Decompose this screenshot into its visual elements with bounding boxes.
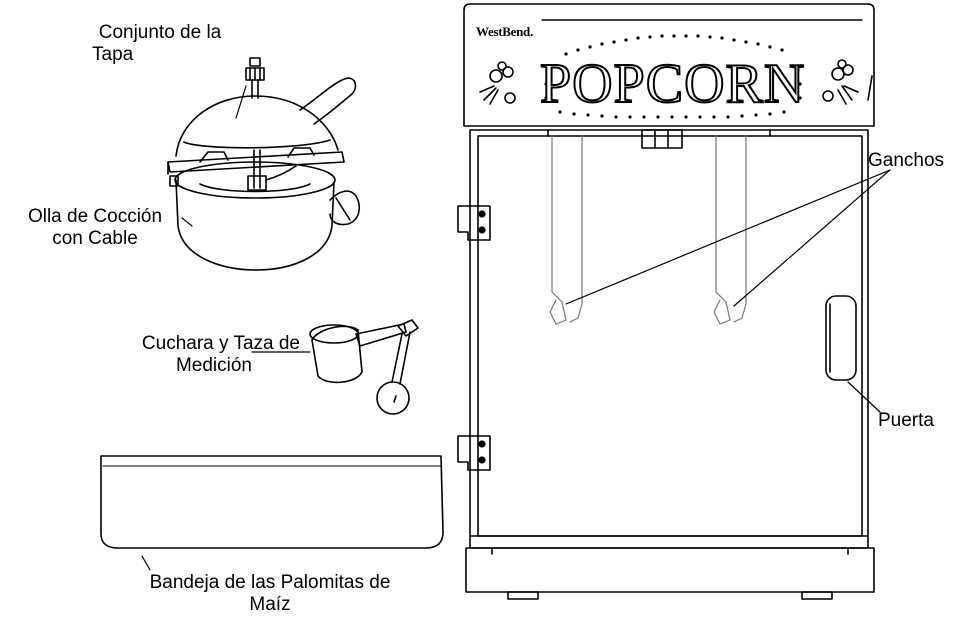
lid-dome: [175, 95, 339, 157]
popcorn-machine-illustration: [457, 3, 875, 600]
tray-body: [100, 455, 444, 549]
label-tray-line1: Bandeja de las Palomitas de: [149, 572, 391, 593]
measuring-cup: [311, 325, 363, 384]
marquee-dots: [544, 34, 802, 119]
machine-cabinet: [469, 129, 869, 549]
leader-hook-left: [565, 169, 891, 305]
pot-opening: [174, 161, 336, 199]
label-scoop-line1: Cuchara y Taza de: [141, 333, 300, 354]
label-hooks: Ganchos: [868, 150, 945, 171]
popcorn-decoration-left: [479, 61, 516, 105]
cup-handle: [355, 323, 407, 347]
leader-lines: [141, 85, 891, 571]
label-door: Puerta: [878, 410, 934, 431]
leader-pot: [181, 217, 193, 227]
cabinet-door-frame: [477, 135, 863, 537]
leader-hook-right: [733, 169, 891, 307]
hook-right: [713, 135, 731, 325]
lid-knob-cap: [249, 57, 261, 67]
foot-right: [801, 591, 833, 600]
pot-body: [175, 179, 335, 271]
label-tray: Bandeja de las Palomitas de Maíz: [120, 572, 420, 616]
top-clip: [641, 129, 683, 149]
label-lid-line1: Conjunto de la: [98, 22, 222, 43]
brand-logo: WestBend.: [476, 24, 533, 39]
popcorn-decoration-right: [822, 59, 873, 105]
hook-left: [549, 135, 567, 325]
label-lid-line2: Tapa: [92, 44, 134, 65]
leader-door: [847, 381, 881, 413]
machine-base: [465, 547, 875, 593]
hinge-top: [457, 205, 491, 241]
lid-handle: [299, 77, 357, 125]
measuring-spoon: [376, 381, 410, 415]
label-pot-line2: con Cable: [52, 228, 138, 249]
popcorn-sign: POPCORN: [539, 53, 806, 115]
pot-side-knob: [329, 190, 361, 226]
leader-lid: [235, 85, 247, 119]
label-scoop: Cuchara y Taza de Medición: [60, 333, 300, 377]
label-pot: Olla de Cocción con Cable: [2, 206, 188, 250]
foot-left: [507, 591, 539, 600]
label-lid: Conjunto de la Tapa: [60, 22, 260, 66]
spoon-handle: [391, 331, 411, 385]
hinge-bottom: [457, 435, 491, 471]
door-handle: [825, 295, 857, 381]
machine-sign-box: [463, 3, 875, 127]
label-scoop-line2: Medición: [175, 355, 252, 376]
kettle-illustration: [167, 57, 361, 271]
label-pot-line1: Olla de Cocción: [27, 206, 163, 227]
label-tray-line2: Maíz: [249, 594, 291, 615]
measuring-scoop-illustration: [309, 319, 419, 415]
lid-knob-nut: [245, 67, 265, 81]
leader-tray: [141, 555, 151, 571]
lid-rim: [167, 151, 345, 173]
popcorn-tray-illustration: [100, 455, 444, 549]
